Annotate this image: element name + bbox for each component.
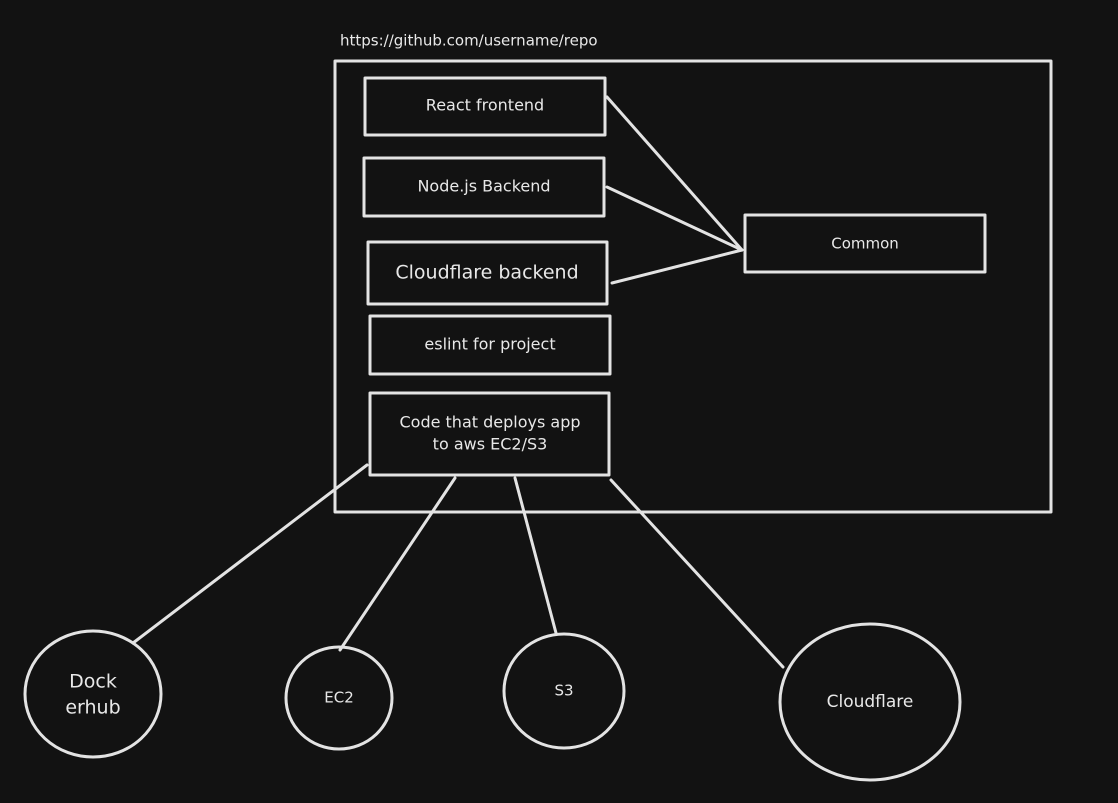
react-frontend-label: React frontend xyxy=(426,96,544,115)
eslint-node: eslint for project xyxy=(368,314,612,376)
connector-deploy-to-dockerhub xyxy=(131,463,369,645)
eslint-label: eslint for project xyxy=(424,335,555,354)
cloudflare-node: Cloudflare xyxy=(778,622,962,782)
connector-react-to-common xyxy=(605,95,744,252)
ec2-node: EC2 xyxy=(284,645,394,751)
deploy-code-label-line1: Code that deploys app xyxy=(399,413,580,432)
eslint-box xyxy=(368,314,612,376)
deploy-code-box xyxy=(368,391,611,477)
s3-node: S3 xyxy=(502,632,626,750)
repo-url-label: https://github.com/username/repo xyxy=(340,32,598,50)
common-box xyxy=(743,213,987,274)
ec2-circle xyxy=(284,645,394,751)
cloudflare-backend-node: Cloudflare backend xyxy=(366,240,609,306)
dockerhub-label-line2: erhub xyxy=(65,697,120,719)
s3-circle xyxy=(502,632,626,750)
repo-container xyxy=(333,59,1053,514)
connector-deploy-to-s3 xyxy=(513,476,558,635)
react-frontend-node: React frontend xyxy=(363,76,607,137)
connector-cloudflare-backend-to-common xyxy=(610,248,744,285)
deploy-code-label-line2: to aws EC2/S3 xyxy=(433,435,548,454)
common-label: Common xyxy=(831,235,899,253)
connector-nodejs-to-common xyxy=(605,185,744,252)
react-frontend-box xyxy=(363,76,607,137)
dockerhub-node: Dock erhub xyxy=(23,629,163,759)
common-node: Common xyxy=(743,213,987,274)
cloudflare-backend-label: Cloudflare backend xyxy=(395,262,578,284)
cloudflare-backend-box xyxy=(366,240,609,306)
deploy-code-node: Code that deploys app to aws EC2/S3 xyxy=(368,391,611,477)
connector-deploy-to-ec2 xyxy=(338,476,457,652)
dockerhub-circle xyxy=(23,629,163,759)
cloudflare-label: Cloudflare xyxy=(827,692,914,712)
nodejs-backend-label: Node.js Backend xyxy=(417,177,550,196)
s3-label: S3 xyxy=(554,682,573,700)
ec2-label: EC2 xyxy=(324,689,354,707)
dockerhub-label-line1: Dock xyxy=(69,671,117,693)
nodejs-backend-node: Node.js Backend xyxy=(362,156,606,218)
cloudflare-circle xyxy=(778,622,962,782)
connector-deploy-to-cloudflare xyxy=(609,478,785,669)
nodejs-backend-box xyxy=(362,156,606,218)
